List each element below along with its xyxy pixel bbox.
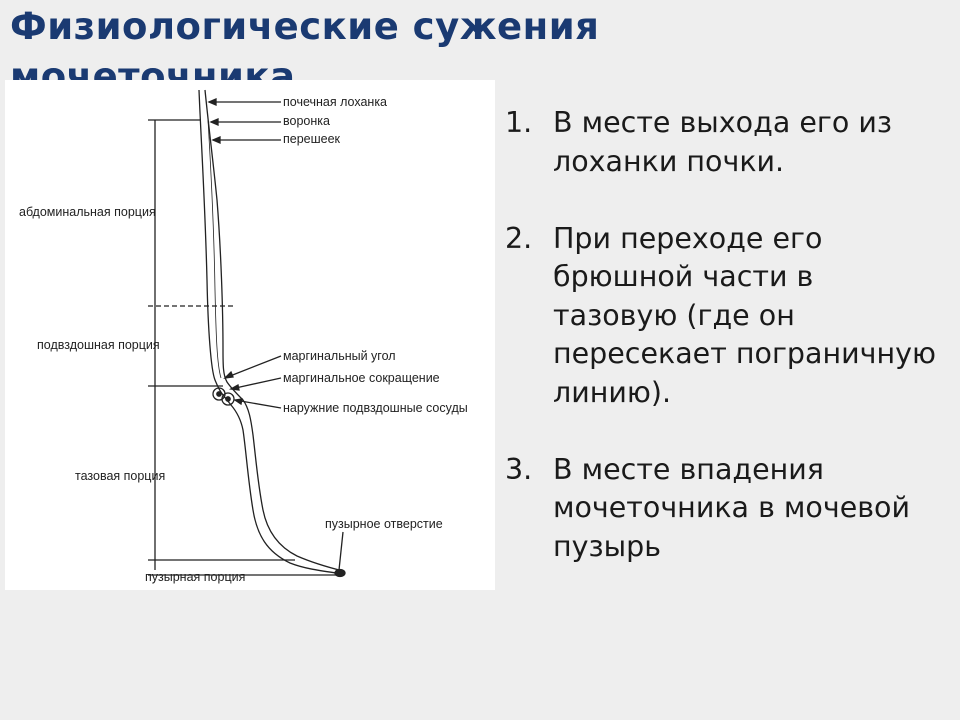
list-item: 1. В месте выхода его из лоханки почки. bbox=[505, 104, 945, 181]
arrowhead-isthmus bbox=[211, 136, 221, 144]
arrowhead-marginal-angle bbox=[223, 370, 234, 379]
label-iliac: подвздошная порция bbox=[37, 338, 160, 352]
list-item-text: В месте выхода его из лоханки почки. bbox=[553, 106, 893, 178]
label-vesical: пузырная порция bbox=[145, 570, 245, 584]
arrowhead-funnel bbox=[209, 118, 219, 126]
label-marginal-constriction: маргинальное сокращение bbox=[283, 371, 440, 385]
ureter-diagram: почечная лоханка воронка перешеек абдоми… bbox=[5, 80, 495, 590]
label-isthmus: перешеек bbox=[283, 132, 341, 146]
list-item: 2. При переходе его брюшной части в тазо… bbox=[505, 220, 945, 413]
leader-marginal-constriction bbox=[230, 377, 282, 390]
label-vesical-orifice: пузырное отверстие bbox=[325, 517, 443, 531]
leader-marginal-angle bbox=[224, 355, 282, 379]
ureter-right-wall bbox=[204, 89, 344, 572]
constrictions-list: 1. В месте выхода его из лоханки почки. … bbox=[505, 104, 945, 605]
ureter-left-wall bbox=[198, 89, 344, 575]
list-item-number: 3. bbox=[505, 452, 533, 486]
label-pelvic: тазовая порция bbox=[75, 469, 165, 483]
ureter-diagram-svg: почечная лоханка воронка перешеек абдоми… bbox=[19, 89, 468, 584]
list-item-number: 1. bbox=[505, 106, 533, 139]
list-item-number: 2. bbox=[505, 221, 533, 255]
iliac-vessel-1-inner bbox=[216, 391, 222, 397]
iliac-vessel-2 bbox=[221, 392, 235, 406]
label-funnel: воронка bbox=[283, 114, 330, 128]
leader-iliac-vessels bbox=[234, 399, 282, 409]
arrowhead-marginal-constriction bbox=[228, 383, 240, 391]
label-marginal-angle: маргинальный угол bbox=[283, 349, 396, 363]
arrowhead-pelvis bbox=[207, 98, 217, 106]
title-line-1: Физиологические сужения bbox=[10, 5, 600, 48]
arrowhead-iliac-vessels bbox=[233, 398, 243, 406]
iliac-vessel-2-inner bbox=[225, 396, 231, 402]
label-iliac-vessels: наружние подвздошные сосуды bbox=[283, 401, 468, 415]
ureter-inner-wall bbox=[207, 119, 222, 379]
list-item-text: При переходе его брюшной части в тазовую… bbox=[553, 221, 936, 409]
slide-title: Физиологические сужения мочеточника bbox=[10, 2, 730, 102]
label-pelvis: почечная лоханка bbox=[283, 95, 387, 109]
label-abdominal: абдоминальная порция bbox=[19, 205, 156, 219]
list-item: 3. В месте впадения мочеточника в мочево… bbox=[505, 451, 945, 567]
leader-vesical-orifice bbox=[338, 531, 344, 571]
list-item-text: В месте впадения мочеточника в мочевой п… bbox=[553, 452, 911, 563]
